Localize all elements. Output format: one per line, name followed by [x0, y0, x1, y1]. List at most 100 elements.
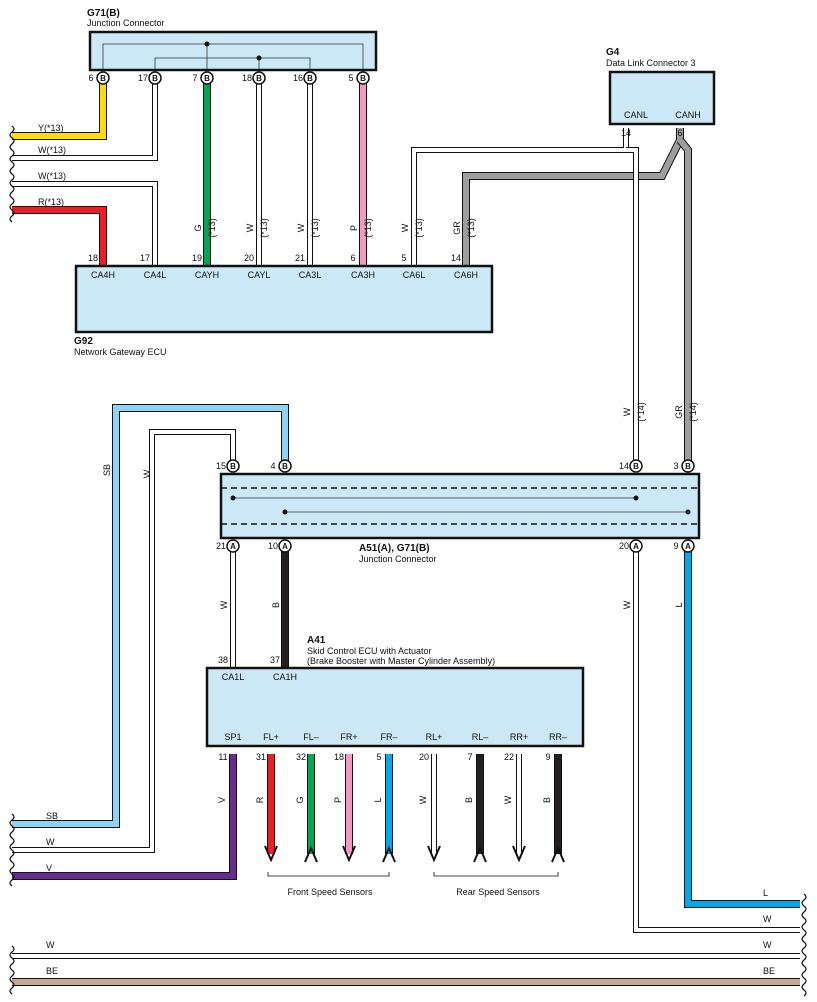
svg-text:3: 3: [673, 461, 678, 471]
left-top-wire-label-3: R(*13): [38, 197, 64, 207]
svg-text:A: A: [282, 542, 288, 551]
rear-speed-sensors-label: Rear Speed Sensors: [456, 887, 540, 897]
a41-pin-num-38: 38: [218, 655, 228, 665]
svg-text:B: B: [256, 74, 262, 83]
a41-pin-num-7: 7: [467, 752, 472, 762]
g92-pin-num-20: 20: [244, 253, 254, 263]
sensor-arrow-2: [304, 845, 318, 863]
bottom-rail-left-label-1: BE: [46, 966, 58, 976]
svg-text:15: 15: [216, 461, 226, 471]
g92-wire-color-4: W: [400, 223, 410, 232]
wire-w-a51-20: [633, 546, 800, 933]
w-wire-label: W: [142, 469, 152, 478]
sensor-wire-color-5: W: [418, 795, 428, 804]
wire-sb: [12, 404, 289, 828]
left-bottom-break: [9, 813, 15, 887]
a41-terminal-sp1: SP1: [224, 732, 241, 742]
svg-text:17: 17: [138, 73, 148, 83]
g71b-pin-5: B5: [348, 71, 370, 85]
a41-terminal-ca1h: CA1H: [273, 672, 297, 682]
svg-text:B: B: [685, 462, 691, 471]
a41-terminal-fl-plus: FL+: [263, 732, 279, 742]
right-w-wire-label: W: [622, 600, 632, 609]
sensor-arrow-3: [342, 845, 356, 863]
wire-gr-g4-to-a51-3: [676, 137, 692, 466]
bottom-rail-left-label-0: W: [46, 940, 55, 950]
front-speed-sensors-label: Front Speed Sensors: [287, 887, 373, 897]
bottom-right-wire-label-3: BE: [763, 966, 775, 976]
svg-text:14: 14: [619, 461, 629, 471]
svg-text:10: 10: [268, 541, 278, 551]
g92-wire-color-1: W: [245, 223, 255, 232]
g92-terminal-cayh: CAYH: [195, 270, 219, 280]
g92-terminal-ca3h: CA3H: [351, 270, 375, 280]
g4-wire-note-1: (*14): [688, 402, 698, 422]
g92-terminal-ca4l: CA4L: [144, 270, 167, 280]
a41-b-wire-label: B: [271, 602, 281, 608]
svg-text:20: 20: [619, 541, 629, 551]
a41-pin-num-31: 31: [256, 752, 266, 762]
a51-bottom-pin-9: A9: [673, 539, 695, 553]
svg-text:B: B: [230, 462, 236, 471]
svg-text:B: B: [360, 74, 366, 83]
sensor-wire-color-0: V: [217, 797, 227, 803]
g92-terminal-ca6l: CA6L: [403, 270, 426, 280]
a41-pin-num-11: 11: [218, 752, 227, 762]
g92-wire-note-5: (*13): [466, 218, 476, 238]
a41-pin-num-32: 32: [296, 752, 306, 762]
a41-pin-num-20: 20: [419, 752, 429, 762]
right-bottom-break: [801, 893, 807, 997]
sensor-wire-color-4: L: [373, 797, 383, 802]
bottom-right-wire-label-1: W: [763, 914, 772, 924]
wire-w-g4-14-g92-5: [411, 128, 629, 266]
g71b-top-id: G71(B): [87, 8, 120, 19]
sensor-wire-color-1: R: [255, 796, 265, 803]
a41-terminal-fr-plus: FR+: [340, 732, 357, 742]
a41-terminal-fr-minus: FR–: [380, 732, 397, 742]
bottom-right-wire-label-2: W: [763, 940, 772, 950]
a41-terminal-rr-minus: RR–: [549, 732, 567, 742]
bottom-left-wire-label-1: W: [46, 837, 55, 847]
wire-v-sp1: [12, 754, 237, 880]
svg-text:B: B: [307, 74, 313, 83]
wire-w-g4-to-a51-14: [626, 147, 639, 466]
g92-terminal-ca6h: CA6H: [454, 270, 478, 280]
left-rail-break: [9, 945, 15, 995]
g71b-pin-6: B6: [88, 71, 110, 85]
g92-pin-num-17: 17: [140, 253, 150, 263]
wire-r-to-g92-18: [12, 206, 107, 266]
svg-text:B: B: [204, 74, 210, 83]
a41-w-wire-label: W: [219, 600, 229, 609]
g92-wire-note-0: (*13): [207, 218, 217, 238]
g4-id: G4: [606, 47, 620, 58]
a51-top-pin-15: B 15: [216, 459, 240, 473]
g71b-pin-17: B17: [138, 71, 162, 85]
g71b-pin-7: B7: [192, 71, 214, 85]
a51-bottom-pin-21: A21: [216, 539, 240, 553]
sensor-arrow-5: [427, 845, 441, 863]
a51-connector: [219, 472, 701, 540]
g92-terminal-ca4h: CA4H: [91, 270, 115, 280]
svg-text:9: 9: [673, 541, 678, 551]
g4-wire-color-1: GR: [674, 405, 684, 419]
right-l-wire-label: L: [674, 602, 684, 607]
wire-l-a51-9: [684, 546, 800, 908]
a41-ecu-box: [205, 666, 585, 748]
g92-pin-num-18: 18: [88, 253, 98, 263]
g4-pin-14: 14: [621, 128, 631, 138]
g92-wire-note-1: (*13): [259, 218, 269, 238]
g92-terminal-cayl: CAYL: [248, 270, 271, 280]
a51-top-pin-14: B14: [619, 459, 643, 473]
a41-pin-num-18: 18: [334, 752, 344, 762]
bottom-left-wire-label-0: SB: [46, 811, 58, 821]
g92-name: Network Gateway ECU: [74, 347, 167, 357]
svg-text:7: 7: [192, 73, 197, 83]
g92-pin-num-14: 14: [451, 253, 461, 263]
g92-id: G92: [74, 336, 93, 347]
wire-y-to-g71b-6: [12, 78, 107, 140]
sensor-arrow-4: [382, 845, 396, 863]
sb-wire-label: SB: [102, 464, 112, 476]
left-top-break: [9, 125, 15, 223]
wires: [12, 78, 800, 986]
